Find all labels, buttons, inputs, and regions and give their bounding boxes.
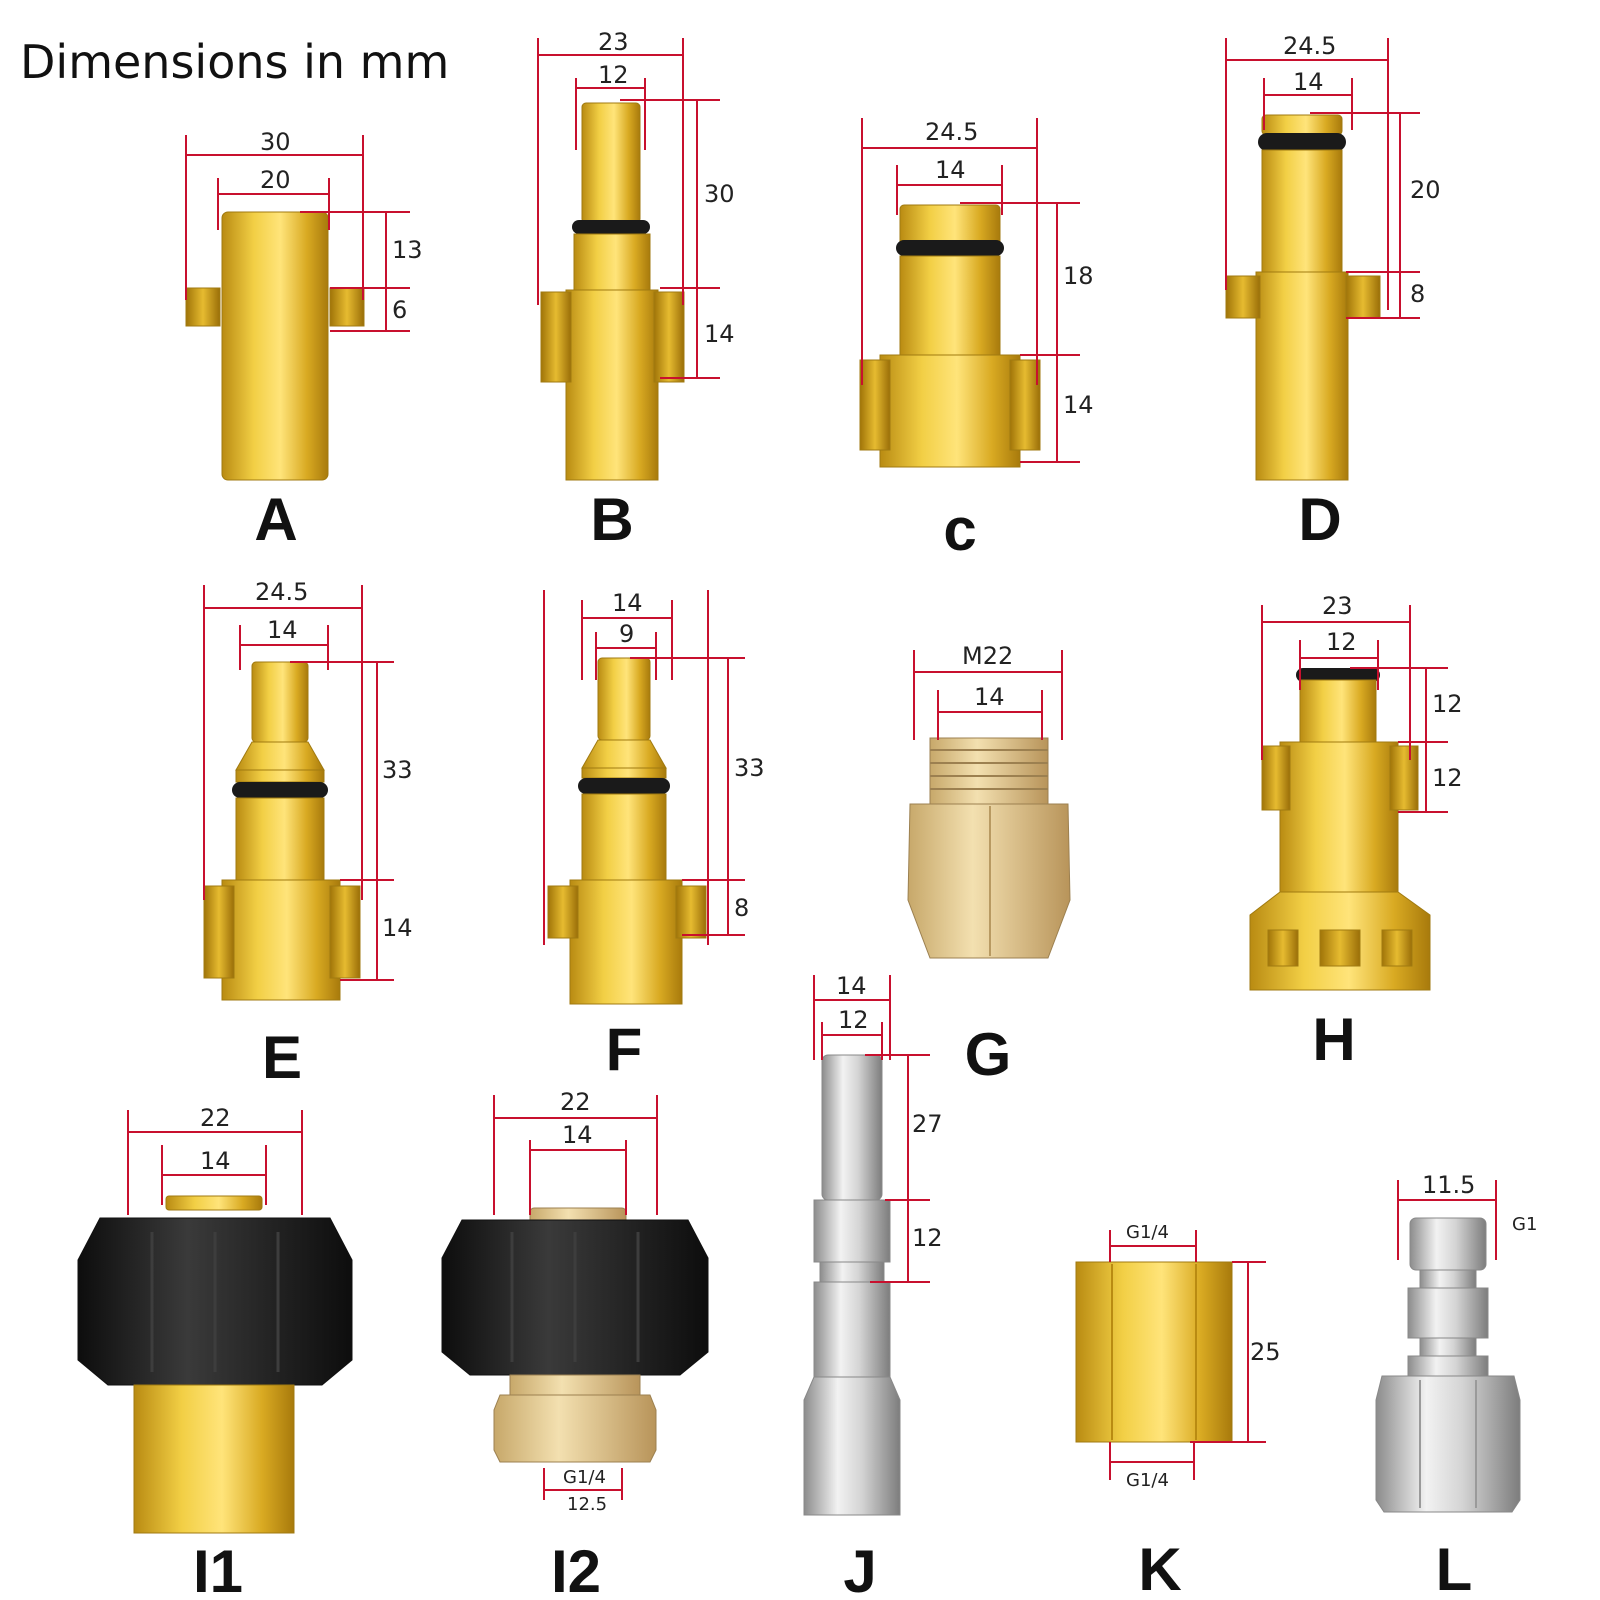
- adapter-c: 24.5 14 18 14 c: [859, 118, 1094, 563]
- label-j: J: [843, 1538, 876, 1600]
- adapter-i2: 22 14 G1/4 12.5 I2: [441, 1088, 709, 1600]
- dim-l-width: 11.5: [1422, 1171, 1475, 1199]
- dim-d-height-hex: 8: [1410, 280, 1425, 308]
- dim-f-inner: 9: [619, 620, 634, 648]
- dim-h-height-top: 12: [1432, 690, 1463, 718]
- adapter-l: 11.5 G1 L: [1375, 1171, 1537, 1600]
- dim-d-width: 24.5: [1283, 32, 1336, 60]
- adapter-h: 23 12 12 12 H: [1249, 592, 1463, 1073]
- label-l: L: [1436, 1536, 1473, 1600]
- dim-d-inner: 14: [1293, 68, 1324, 96]
- adapter-d: 24.5 14 20 8 D: [1225, 32, 1441, 553]
- label-e: E: [262, 1024, 302, 1091]
- dim-e-width: 24.5: [255, 578, 308, 606]
- label-g: G: [965, 1021, 1012, 1088]
- dim-i1-inner: 14: [200, 1147, 231, 1175]
- label-k: K: [1138, 1536, 1181, 1600]
- dim-j-width: 14: [836, 972, 867, 1000]
- adapter-a: 30 20 13 6 A: [185, 128, 423, 553]
- adapter-f: 14 9 33 8 F: [543, 589, 765, 1083]
- dim-e-height-top: 33: [382, 756, 413, 784]
- dim-j-height-top: 27: [912, 1110, 943, 1138]
- dim-i2-thread-size: 12.5: [567, 1494, 607, 1515]
- dim-c-inner: 14: [935, 156, 966, 184]
- dim-c-width: 24.5: [925, 118, 978, 146]
- dim-h-inner: 12: [1326, 628, 1357, 656]
- adapter-e: 24.5 14 33 14 E: [203, 578, 413, 1091]
- dim-i1-width: 22: [200, 1104, 231, 1132]
- dim-k-length: 25: [1250, 1338, 1281, 1366]
- adapter-k: G1/4 25 G1/4 K: [1075, 1222, 1281, 1600]
- dim-i2-inner: 14: [562, 1121, 593, 1149]
- dim-e-inner: 14: [267, 616, 298, 644]
- dim-i2-width: 22: [560, 1088, 591, 1116]
- adapter-j: 14 12 27 12 J: [803, 972, 943, 1600]
- dim-b-inner: 12: [598, 61, 629, 89]
- dim-a-width: 30: [260, 128, 291, 156]
- label-i1: I1: [193, 1538, 243, 1600]
- dim-f-height-top: 33: [734, 754, 765, 782]
- dim-b-height-top: 30: [704, 180, 735, 208]
- label-b: B: [590, 486, 633, 553]
- adapter-b: 23 12 30 14 B: [537, 28, 735, 553]
- dim-c-height-top: 18: [1063, 262, 1094, 290]
- dim-g-thread: M22: [962, 642, 1013, 670]
- dim-f-width: 14: [612, 589, 643, 617]
- dim-e-height-hex: 14: [382, 914, 413, 942]
- dim-a-height-hex: 6: [392, 296, 407, 324]
- dim-b-width: 23: [598, 28, 629, 56]
- label-f: F: [606, 1016, 643, 1083]
- label-a: A: [254, 486, 297, 553]
- dim-d-height-top: 20: [1410, 176, 1441, 204]
- dim-j-inner: 12: [838, 1006, 869, 1034]
- dim-a-inner: 20: [260, 166, 291, 194]
- dim-a-height-top: 13: [392, 236, 423, 264]
- adapter-i1: 22 14 I1: [77, 1104, 353, 1600]
- dim-j-height-bottom: 12: [912, 1224, 943, 1252]
- label-i2: I2: [551, 1538, 601, 1600]
- dim-l-thread: G1: [1512, 1214, 1537, 1235]
- dim-k-thread-bottom: G1/4: [1126, 1470, 1169, 1491]
- label-h: H: [1312, 1006, 1355, 1073]
- label-c: c: [943, 496, 976, 563]
- dim-h-height-hex: 12: [1432, 764, 1463, 792]
- dim-f-height-hex: 8: [734, 894, 749, 922]
- dim-c-height-hex: 14: [1063, 391, 1094, 419]
- page-title: Dimensions in mm: [20, 35, 449, 89]
- dim-k-thread-top: G1/4: [1126, 1222, 1169, 1243]
- label-d: D: [1298, 486, 1341, 553]
- dim-g-inner: 14: [974, 683, 1005, 711]
- dim-h-width: 23: [1322, 592, 1353, 620]
- dim-b-height-hex: 14: [704, 320, 735, 348]
- adapter-g: M22 14 G: [907, 642, 1071, 1088]
- dim-i2-thread: G1/4: [563, 1467, 606, 1488]
